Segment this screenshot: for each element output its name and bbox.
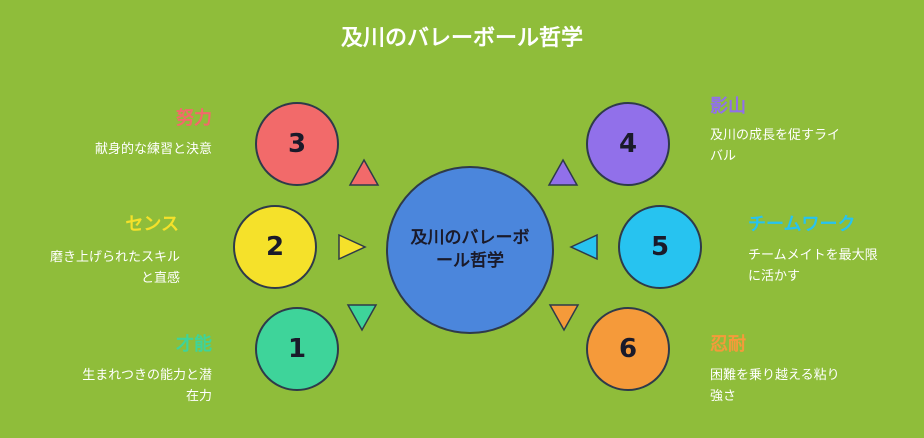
circle-number: 2 (265, 232, 285, 262)
center-label: 及川のバレーボール哲学 (410, 228, 530, 271)
triangle-2 (338, 233, 367, 261)
heading-5: チームワーク (748, 214, 856, 235)
triangle-6 (548, 304, 580, 332)
circle-number: 4 (618, 129, 638, 159)
description-3: 献身的な練習と決意 (94, 142, 212, 157)
diagram-title: 及川のバレーボール哲学 (340, 26, 583, 51)
triangle-4 (547, 158, 579, 186)
circle-3: 3 (255, 102, 339, 186)
triangle-5 (569, 233, 598, 261)
heading-6: 忍耐 (710, 334, 746, 355)
circle-number: 1 (287, 334, 307, 364)
description-1: 生まれつきの能力と潜在力 (82, 368, 212, 404)
circle-number: 3 (287, 129, 307, 159)
triangle-1 (346, 304, 378, 332)
circle-1: 1 (255, 307, 339, 391)
circle-5: 5 (618, 205, 702, 289)
description-4: 及川の成長を促すライバル (710, 128, 841, 164)
circle-number: 5 (650, 232, 670, 262)
heading-4: 影山 (710, 96, 746, 117)
heading-1: 才能 (176, 334, 212, 355)
center-circle: 及川のバレーボール哲学 (386, 166, 554, 334)
triangle-3 (348, 158, 380, 186)
description-6: 困難を乗り越える粘り強さ (710, 368, 840, 404)
circle-4: 4 (586, 102, 670, 186)
circle-number: 6 (618, 334, 638, 364)
heading-3: 努力 (176, 108, 212, 129)
circle-6: 6 (586, 307, 670, 391)
circle-2: 2 (233, 205, 317, 289)
description-2: 磨き上げられたスキルと直感 (49, 250, 180, 286)
description-5: チームメイトを最大限に活かす (748, 248, 878, 284)
heading-2: センス (125, 214, 179, 235)
